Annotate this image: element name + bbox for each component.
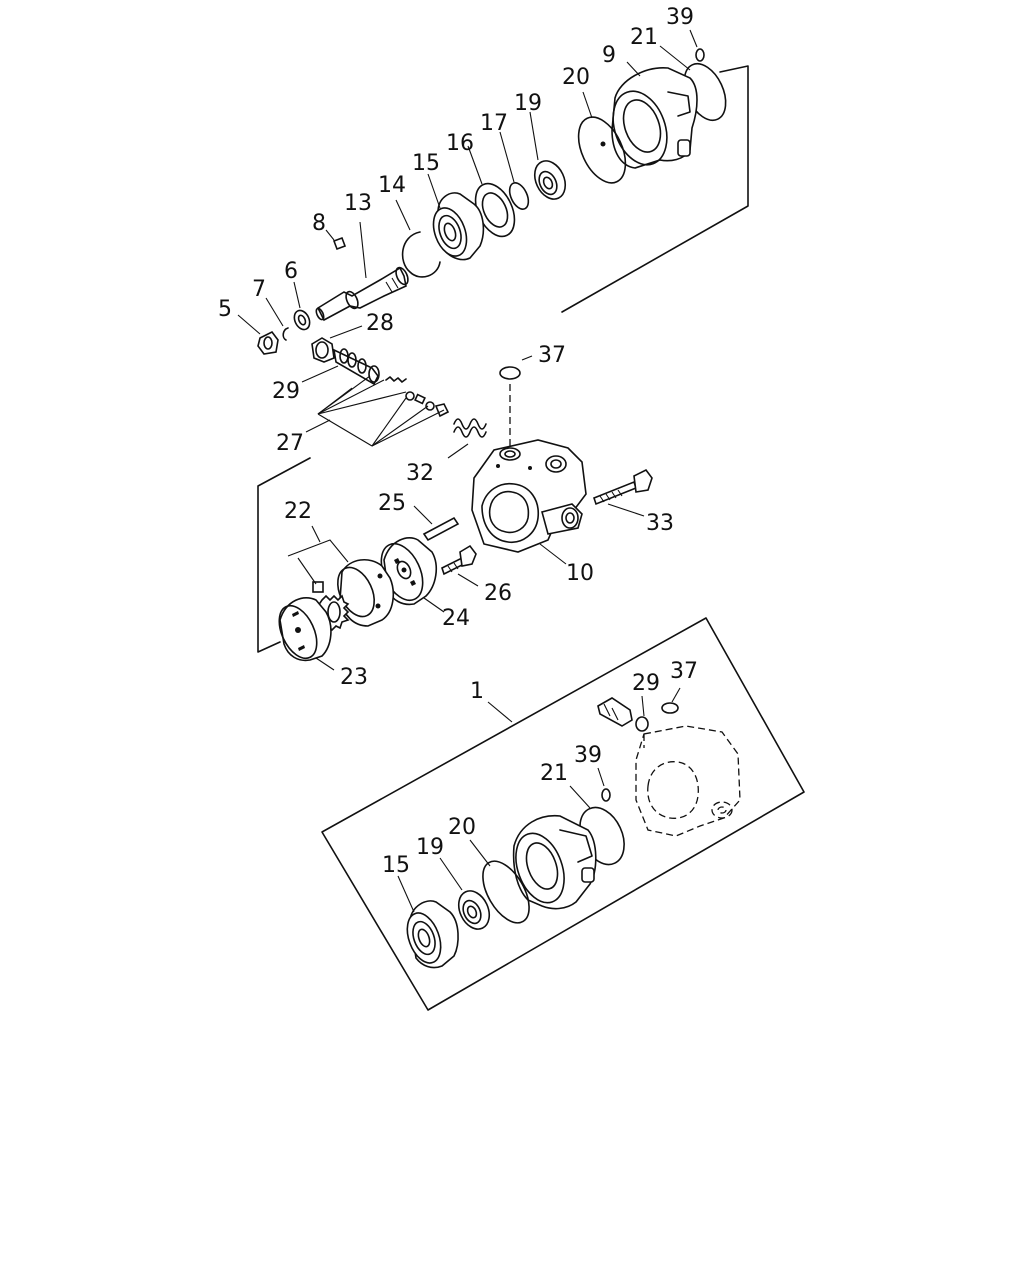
callout-15-lower: 15 <box>382 853 410 878</box>
callout-10: 10 <box>566 561 594 586</box>
part-14-circlip <box>395 199 441 278</box>
part-17-snap-ring <box>499 131 530 210</box>
callout-14: 14 <box>378 173 406 198</box>
part-29-flow-valve <box>301 348 380 386</box>
lower-rear-housing <box>512 814 597 910</box>
callout-1: 1 <box>470 679 484 704</box>
part-33-bolt <box>593 468 653 517</box>
part-23-front-plate <box>278 596 335 671</box>
callout-19-lower: 19 <box>416 835 444 860</box>
part-25-dowel-pin <box>413 505 460 542</box>
callout-29-lower: 29 <box>632 671 660 696</box>
lower-pump-body-dashed <box>635 725 741 837</box>
callout-8: 8 <box>312 211 326 236</box>
callout-23: 23 <box>340 665 368 690</box>
callout-39-top: 39 <box>666 5 694 30</box>
lower-part-20-gasket <box>469 839 530 924</box>
callout-13: 13 <box>344 191 372 216</box>
callout-16: 16 <box>446 131 474 156</box>
part-26-bolt <box>441 544 479 587</box>
part-20-gasket-disc <box>577 91 627 184</box>
callout-21-top: 21 <box>630 25 658 50</box>
part-32-spring <box>447 418 487 459</box>
part-9-rear-housing <box>611 61 698 169</box>
part-22-cam-ring-rotor <box>287 525 395 632</box>
callout-21-lower: 21 <box>540 761 568 786</box>
callout-9: 9 <box>602 43 616 68</box>
part-19-bearing <box>529 111 567 200</box>
callout-17: 17 <box>480 111 508 136</box>
callout-29-top: 29 <box>272 379 300 404</box>
callout-37-top: 37 <box>538 343 566 368</box>
callout-7: 7 <box>252 277 266 302</box>
part-5-nut <box>237 314 279 355</box>
callout-6: 6 <box>284 259 298 284</box>
callout-26: 26 <box>484 581 512 606</box>
callout-24: 24 <box>442 606 470 631</box>
lower-part-29-flow-valve <box>597 695 649 732</box>
left-bracket-outline <box>257 457 311 653</box>
lower-part-39-o-ring <box>597 767 611 802</box>
callout-22: 22 <box>284 499 312 524</box>
callout-labels: 39 21 9 20 19 17 16 15 14 13 8 6 7 5 28 … <box>218 5 698 878</box>
callout-20-lower: 20 <box>448 815 476 840</box>
callout-19-top: 19 <box>514 91 542 116</box>
part-7-snap-ring <box>265 297 289 341</box>
part-13-drive-shaft <box>315 221 409 322</box>
part-27-valve-kit <box>305 375 450 447</box>
callout-33: 33 <box>646 511 674 536</box>
callout-27: 27 <box>276 431 304 456</box>
upper-assembly-outline <box>561 65 749 313</box>
part-6-washer <box>293 281 311 331</box>
part-1-assembly-box <box>321 617 805 1011</box>
callout-28: 28 <box>366 311 394 336</box>
callout-39-lower: 39 <box>574 743 602 768</box>
part-39-o-ring <box>689 29 705 62</box>
callout-37-lower: 37 <box>670 659 698 684</box>
callout-25: 25 <box>378 491 406 516</box>
callout-32: 32 <box>406 461 434 486</box>
part-28-plug <box>311 325 363 363</box>
part-10-pump-body <box>471 439 587 565</box>
callout-5: 5 <box>218 297 232 322</box>
part-15-bearing <box>427 173 485 261</box>
lower-part-37-o-ring <box>661 687 681 714</box>
lower-part-15-bearing <box>397 875 459 969</box>
part-8-key <box>325 229 347 251</box>
callout-20-top: 20 <box>562 65 590 90</box>
lower-part-19-bearing <box>439 857 491 930</box>
callout-15-top: 15 <box>412 151 440 176</box>
part-37-o-ring <box>499 355 533 448</box>
